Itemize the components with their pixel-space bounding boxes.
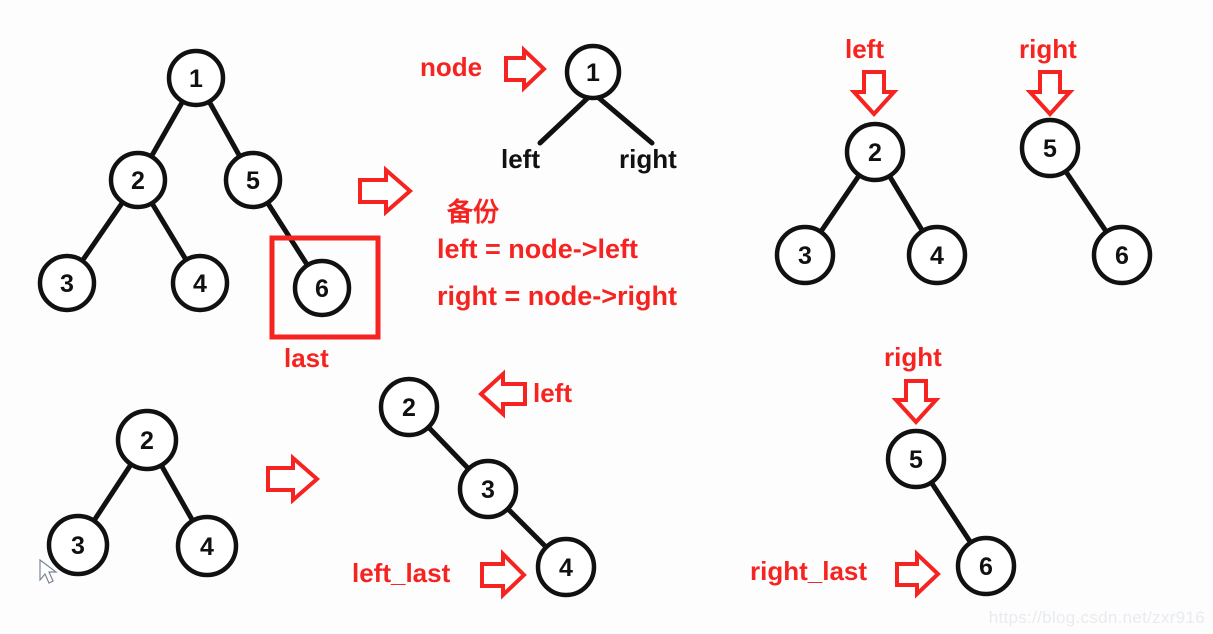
arrow-right-icon [480,549,527,600]
backup-heading: 备份 [447,197,500,227]
arrow-down-icon [1025,70,1075,117]
right-child-label: right [619,144,677,174]
arrow-left-icon [478,369,527,419]
panel-right-flattened: 5 6 [885,379,1017,599]
left-last-label: left_last [352,558,451,588]
tree-node-label: 3 [71,532,85,560]
panel-node-schematic: 1 [537,43,655,146]
tree-node-label: 1 [189,65,203,93]
edge-node-right [590,90,655,146]
tree-node [378,376,440,438]
tree-node-label: 5 [1043,135,1057,163]
node-pointer-label: node [420,52,483,82]
right-pointer-label: right [1019,34,1077,64]
watermark-text: https://blog.csdn.net/zxr916 [988,608,1205,627]
mouse-cursor-icon [39,558,58,584]
tree-node-label: 5 [246,167,260,195]
tree-node-label: 3 [798,242,812,270]
panel-left-subtree-before: 2 3 4 [46,408,239,578]
tree-node [166,48,226,108]
tree-node [108,150,168,210]
tree-node [535,536,597,598]
tree-node [844,121,906,183]
tree-node [175,514,239,578]
tree-node [1091,224,1153,286]
panel-left-flattened: 2 3 4 [378,369,597,600]
tree-node-label: 2 [140,427,154,455]
arrow-right-icon [266,453,321,505]
tree-node [457,458,519,520]
tree-node-label: 6 [979,553,993,581]
edge-node-left [537,90,596,146]
last-label: last [284,343,329,373]
tree-node-label: 2 [868,139,882,167]
left-pointer-label: left [845,34,884,64]
tree-node [906,224,968,286]
tree-node [774,224,836,286]
tree-node [955,535,1017,597]
tree-node-label: 4 [930,242,944,270]
tree-node [170,253,230,313]
tree-node-label: 4 [559,554,573,582]
tree-node-label: 1 [586,59,600,87]
tree-node-label: 4 [193,270,207,298]
tree-node [1019,117,1081,179]
panel-left-subtree: 2 3 4 [774,70,968,286]
arrow-right-icon [358,165,414,217]
tree-node [564,43,622,101]
tree-node [223,150,283,210]
arrow-right-icon [895,549,941,599]
tree-node-label: 2 [402,394,416,422]
code-line-left: left = node->left [437,234,639,264]
arrow-down-icon [849,70,899,117]
right-last-label: right_last [750,556,868,586]
last-node-highlight-box [269,235,381,340]
panel-original-tree: 1 2 5 3 4 6 [37,48,381,340]
left-inline-label: left [533,378,572,408]
tree-node-label: 3 [60,270,74,298]
code-line-right: right = node->right [437,281,677,311]
tree-node-label: 2 [131,167,145,195]
arrow-right-icon [504,45,547,93]
tree-node-label: 4 [200,533,214,561]
tree-node-label: 6 [315,275,329,303]
arrow-down-icon [891,379,941,425]
tree-node-label: 3 [481,476,495,504]
tree-node [885,428,947,490]
left-child-label: left [501,144,540,174]
tree-node-label: 6 [1115,242,1129,270]
tree-node [115,408,179,472]
tree-node-label: 5 [909,446,923,474]
panel-right-subtree: 5 6 [1019,70,1153,286]
right-pointer-label-bottom: right [884,342,942,372]
tree-node [37,253,97,313]
tree-node [292,258,352,318]
tree-node [46,513,110,577]
